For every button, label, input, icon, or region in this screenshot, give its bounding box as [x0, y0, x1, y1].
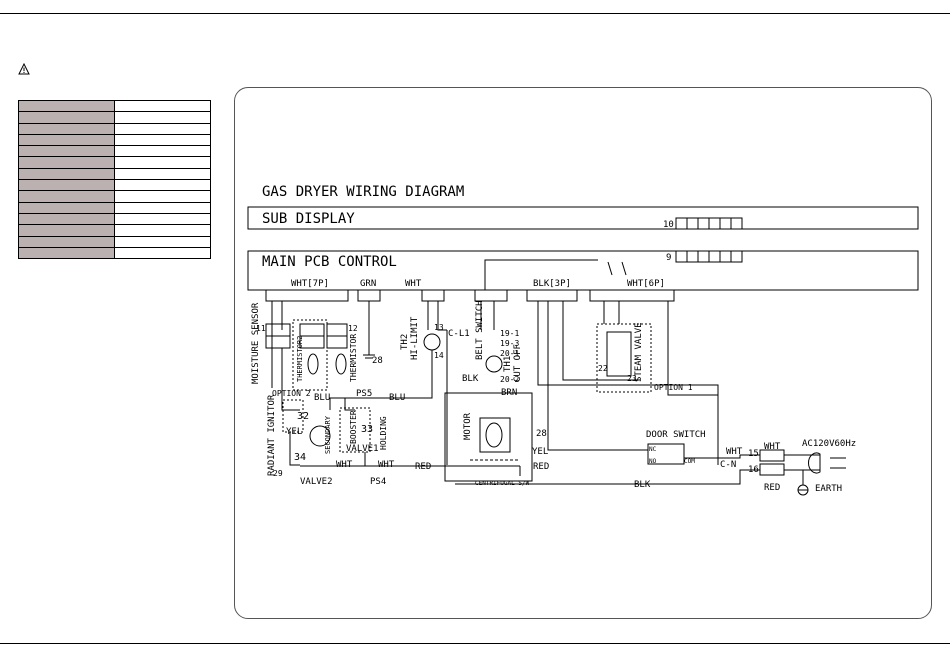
secondary-label: SECONDARY	[324, 415, 332, 454]
node-13: 13	[434, 323, 444, 332]
motor-label: MOTOR	[463, 412, 473, 440]
node-19-3: 19-3	[500, 339, 519, 348]
node-14: 14	[434, 351, 444, 360]
connector-9-label: 9	[666, 253, 671, 263]
main-pcb-label: MAIN PCB CONTROL	[262, 254, 397, 270]
bottom-rule	[0, 643, 950, 644]
th1-label: TH1	[503, 356, 513, 372]
spec-row	[18, 201, 211, 214]
node-23: 23	[627, 374, 637, 383]
node-11: 11	[256, 324, 266, 333]
ac-label: AC120V60Hz	[802, 439, 856, 449]
warning-icon	[18, 63, 30, 75]
thermistor-label: THERMISTOR	[349, 334, 358, 382]
top-rule	[0, 13, 950, 14]
connector-10-label: 10	[663, 220, 674, 230]
option2-label: OPTION 2	[272, 389, 311, 398]
red-wire-label-2: RED	[533, 462, 549, 472]
door-com: COM	[684, 458, 695, 465]
spec-table	[18, 99, 211, 260]
blk-wire-label: BLK	[462, 374, 479, 384]
spec-row	[18, 167, 211, 181]
centrifugal-label: CENTRIFUGAL S/W	[475, 480, 530, 487]
spec-value-cell	[114, 246, 211, 260]
blu-wire-label: BLU	[389, 393, 405, 403]
door-nc: NC	[649, 446, 657, 453]
diagram-title: GAS DRYER WIRING DIAGRAM	[262, 184, 464, 200]
c-n-label: C-N	[720, 460, 736, 470]
brn-wire-label: BRN	[501, 388, 517, 398]
node-29: 29	[273, 469, 283, 478]
node-28b: 28	[536, 429, 547, 439]
diagram-panel	[234, 87, 932, 619]
node-15: 15	[748, 449, 759, 459]
red-wire-label: RED	[415, 462, 431, 472]
steam-valve-label: STEAM VALVE	[634, 322, 644, 382]
wht-wire-label-3: WHT	[726, 447, 743, 457]
blk-bottom-label: BLK	[634, 480, 651, 490]
radiant-ignitor-label: RADIANT IGNITOR	[267, 394, 277, 476]
valve1-label: VALVE1	[346, 444, 379, 454]
c-l1-label: C-L1	[448, 329, 470, 339]
node-22: 22	[598, 364, 608, 373]
belt-switch-label: BELT SWITCH	[475, 300, 485, 360]
earth-label: EARTH	[815, 484, 842, 494]
spec-row	[18, 145, 211, 158]
option1-label: OPTION 1	[654, 383, 693, 392]
booster-label: BOOSTER	[349, 410, 358, 444]
blk3p-label: BLK[3P]	[533, 279, 571, 289]
wht-label: WHT	[405, 279, 422, 289]
hi-limit-label: HI-LIMIT	[410, 316, 420, 360]
wht6p-label: WHT[6P]	[627, 279, 665, 289]
main-pcb-box	[247, 250, 919, 291]
spec-row	[18, 179, 211, 192]
valve2-label: VALVE2	[300, 477, 333, 487]
red-wire-label-3: RED	[764, 483, 780, 493]
wht-wire-label-4: WHT	[764, 442, 781, 452]
node-20-2: 20-2	[500, 375, 519, 384]
ps5-label: PS5	[356, 389, 372, 399]
node-19-1: 19-1	[500, 329, 519, 338]
th2-label: TH2	[400, 334, 410, 350]
blu-wire-label-2: BLU	[314, 393, 330, 403]
node-28a: 28	[372, 356, 383, 366]
node-20-1: 20-1	[500, 349, 519, 358]
wht-wire-label: WHT	[336, 460, 353, 470]
sub-display-box	[247, 206, 919, 230]
node-32: 32	[297, 411, 309, 422]
wht-wire-label-2: WHT	[378, 460, 395, 470]
node-33: 33	[361, 424, 373, 435]
spec-row	[18, 122, 211, 135]
spec-row	[18, 246, 211, 260]
node-16: 16	[748, 465, 759, 475]
spec-row	[18, 111, 211, 124]
ps4-label: PS4	[370, 477, 386, 487]
holding-label: HOLDING	[379, 416, 388, 450]
node-34: 34	[294, 452, 306, 463]
wht7p-label: WHT[7P]	[291, 279, 329, 289]
yel-wire-label: YEL	[532, 447, 548, 457]
sub-display-label: SUB DISPLAY	[262, 211, 355, 227]
grn-label: GRN	[360, 279, 376, 289]
door-switch-label: DOOR SWITCH	[646, 430, 706, 440]
cut-off-label: CUT OFF	[513, 344, 523, 382]
thermistor2-label: THERMISTOR2	[296, 336, 304, 382]
yel-wire-label-2: YEL	[286, 427, 302, 437]
moisture-sensor-label: MOISTURE SENSOR	[251, 302, 261, 384]
spec-row	[18, 224, 211, 237]
node-12: 12	[348, 324, 358, 333]
spec-row	[18, 190, 211, 203]
door-no: NO	[649, 458, 657, 465]
